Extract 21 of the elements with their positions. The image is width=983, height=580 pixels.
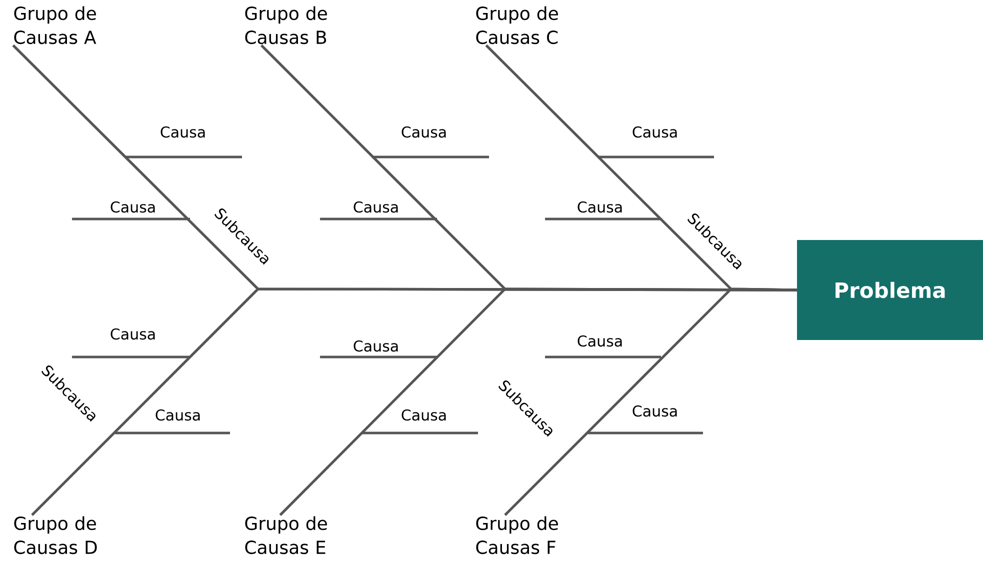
cause-label: Causa bbox=[632, 405, 677, 417]
cause-label: Causa bbox=[354, 201, 398, 213]
cause-label: Causa bbox=[110, 201, 155, 213]
cause-label: Causa bbox=[402, 409, 446, 421]
group-label: Grupo de Causas B bbox=[245, 6, 327, 44]
cause-label: Causa bbox=[578, 335, 622, 347]
cause-label: Causa bbox=[578, 201, 622, 213]
bone-line bbox=[279, 288, 797, 516]
cause-label: Causa bbox=[402, 126, 446, 138]
cause-label: Causa bbox=[160, 126, 205, 138]
group-label: Grupo de Causas C bbox=[476, 6, 558, 44]
cause-label: Causa bbox=[110, 328, 155, 340]
problem-box: Problema bbox=[797, 240, 983, 340]
group-label: Grupo de Causas A bbox=[14, 6, 96, 44]
cause-label: Causa bbox=[632, 126, 677, 138]
cause-label: Causa bbox=[354, 340, 398, 352]
bone-line bbox=[504, 288, 797, 516]
cause-label: Causa bbox=[156, 409, 200, 421]
group-label: Grupo de Causas F bbox=[476, 516, 558, 554]
group-label: Grupo de Causas D bbox=[14, 516, 97, 554]
group-label: Grupo de Causas E bbox=[245, 516, 327, 554]
